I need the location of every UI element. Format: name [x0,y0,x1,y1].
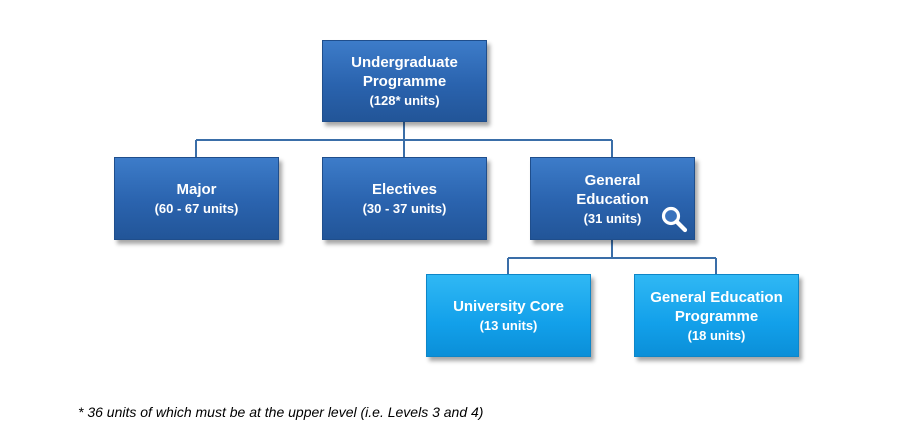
node-title-line: Education [576,190,649,208]
node-units: (30 - 37 units) [362,201,447,216]
footnote: * 36 units of which must be at the upper… [78,404,484,420]
general-education-box[interactable]: General Education (31 units) [530,157,695,240]
undergraduate-programme-box: Undergraduate Programme (128* units) [322,40,487,122]
node-title-line: General Education [650,288,783,306]
major-box: Major (60 - 67 units) [114,157,279,240]
node-title-line: Undergraduate [351,54,458,71]
electives-box: Electives (30 - 37 units) [322,157,487,240]
node-units: (128* units) [369,93,440,108]
node-units: (13 units) [479,318,538,333]
node-title-line: General [584,171,641,189]
node-title: Electives [371,181,438,198]
node-units: (31 units) [583,210,642,226]
node-units: (18 units) [687,327,746,343]
magnifier-icon[interactable] [660,205,688,233]
node-units: (60 - 67 units) [154,201,239,216]
node-title-line: Programme [362,73,447,90]
university-core-box: University Core (13 units) [426,274,591,357]
node-title: University Core [453,298,564,315]
node-title: Major [176,181,217,198]
node-title-line: Programme [674,307,759,325]
general-education-programme-box: General Education Programme (18 units) [634,274,799,357]
